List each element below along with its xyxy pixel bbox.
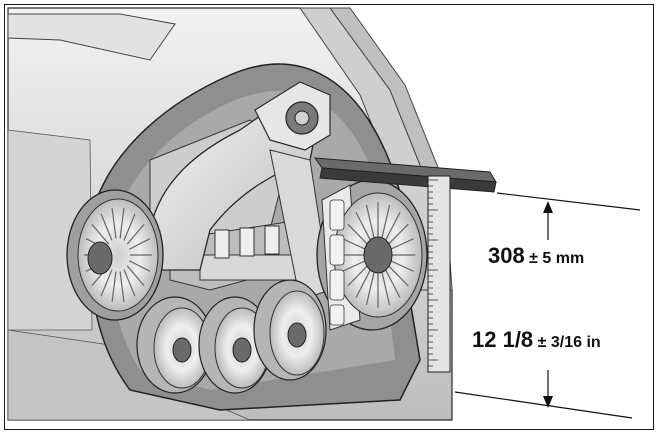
dimension-arrowhead-up [543,201,553,213]
wheel-spoke [123,269,136,297]
wheel-spoke [123,213,136,241]
wheel-spoke [111,271,117,302]
wheel-spoke [390,260,414,272]
dimension-metric-tolerance: ± 5 mm [529,250,585,267]
wheel-spoke [126,224,145,245]
wheel-spoke [355,269,371,298]
wheel-spoke [129,238,151,250]
wheel-spoke [347,223,368,245]
dimension-imperial-tolerance: ± 3/16 in [537,334,601,351]
wheel-spoke [342,238,366,250]
wheel-spoke [126,265,145,286]
wheel-spoke [390,238,414,250]
dimension-arrowhead-down [543,396,553,408]
dimension-imperial-label: 12 1/8 ± 3/16 in [472,327,601,353]
bottom-wheel-1 [136,296,214,394]
dimension-lines [454,192,641,419]
wheel-spoke [388,265,409,287]
wheel-spoke [381,204,391,238]
wheel-spoke [100,269,113,297]
wheel-spoke [385,269,401,298]
wheel-spoke [91,224,110,245]
measuring-ruler [427,175,451,373]
wheel-spoke [111,208,117,239]
right-drive-wheel [316,179,428,331]
wheel-spoke [365,272,375,306]
dimension-metric-label: 308 ± 5 mm [488,243,584,269]
wheel-spoke [365,204,375,238]
wheel-spoke [385,212,401,241]
dimension-metric-value: 308 [488,243,525,268]
wheel-spoke [381,272,391,306]
wheel-spoke [388,223,409,245]
dimension-imperial-value: 12 1/8 [472,327,534,352]
wheel-spoke [100,213,113,241]
dimension-bottom-extension-line [454,391,633,419]
swing-arm [149,81,331,301]
wheel-spoke [347,265,368,287]
wheel-spoke [119,271,125,302]
diagram-frame [4,4,654,430]
wheel-spoke [119,208,125,239]
left-drive-wheel [66,189,164,321]
wheel-spoke [129,260,151,272]
wheel-spoke [355,212,371,241]
dimension-top-extension-line [496,192,641,211]
bottom-wheel-3 [253,279,327,381]
wheel-spoke [342,260,366,272]
